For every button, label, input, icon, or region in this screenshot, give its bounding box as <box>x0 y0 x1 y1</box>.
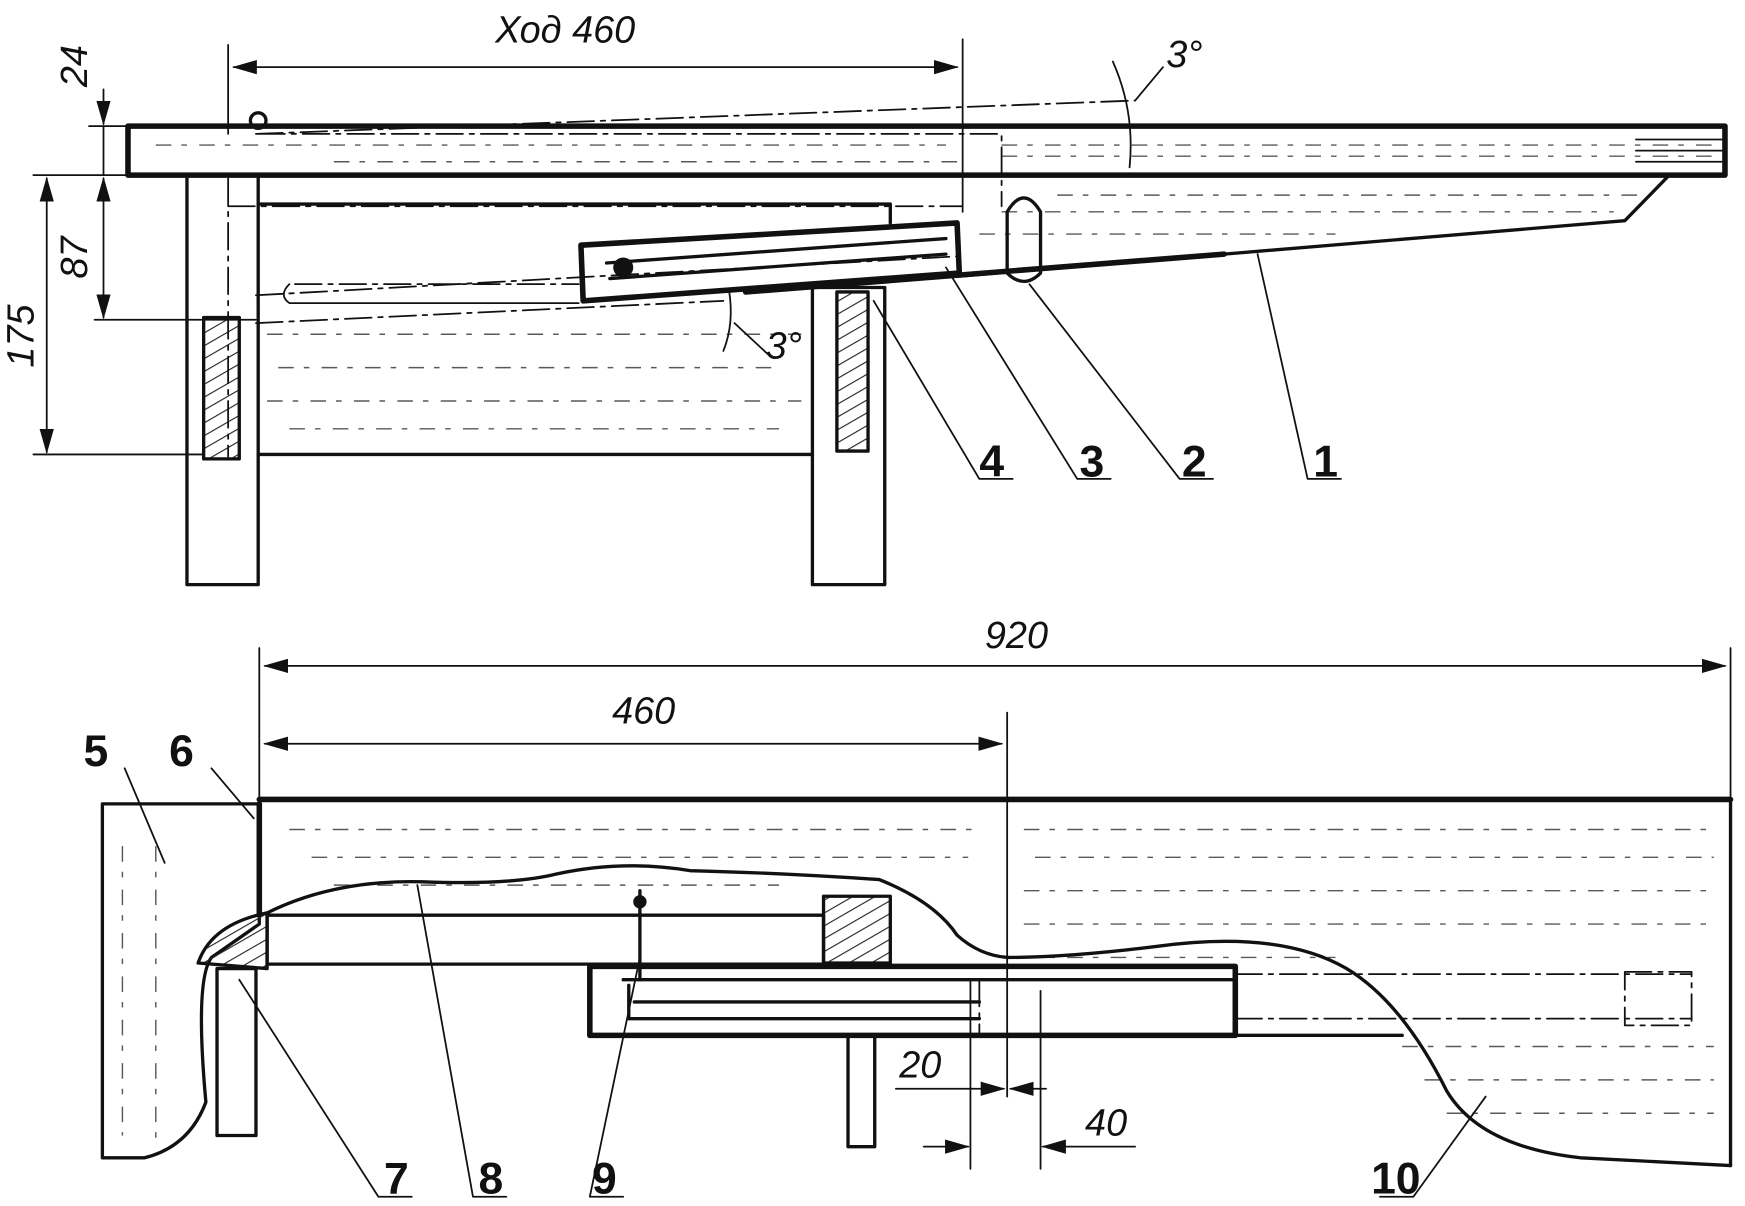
angle-top-label: 3° <box>1166 34 1202 76</box>
pivot-pin <box>613 257 634 278</box>
callouts-bottom: 5 6 7 8 9 10 <box>83 727 1487 1203</box>
angle-mid-label: 3° <box>766 326 802 368</box>
hinge-pin <box>248 111 268 131</box>
callout-10: 10 <box>1371 1154 1421 1203</box>
dimension-stroke: Ход 460 <box>227 10 964 213</box>
dimension-40-label: 40 <box>1085 1103 1127 1145</box>
right-rail-section <box>835 290 870 453</box>
callout-4: 4 <box>979 438 1004 487</box>
callouts-top: 4 3 2 1 <box>872 253 1342 487</box>
dimension-460: 460 <box>263 691 1009 1098</box>
left-leg <box>185 173 260 587</box>
callout-3: 3 <box>1079 438 1104 487</box>
dimension-24: 24 <box>32 45 188 176</box>
dimension-460-label: 460 <box>612 691 675 733</box>
dimension-40: 40 <box>922 1103 1137 1154</box>
angle-top: 3° <box>1111 34 1202 169</box>
left-rail-section <box>201 315 241 461</box>
callout-5: 5 <box>83 727 108 776</box>
stop-block <box>1623 971 1693 1027</box>
part-1-sliding-support <box>955 173 1671 279</box>
rail-section <box>196 911 269 971</box>
dimension-920-label: 920 <box>985 615 1048 657</box>
callout-1: 1 <box>1313 438 1338 487</box>
rail-block-section <box>821 894 892 965</box>
part-5-block <box>100 802 261 1160</box>
right-leg <box>810 285 887 587</box>
wood-grain-bottom <box>121 828 1714 1147</box>
dimension-175-label: 175 <box>0 304 42 368</box>
top-view: Ход 460 24 87 175 3° 3° 4 3 2 1 <box>0 10 1728 587</box>
dimension-920: 920 <box>258 615 1732 803</box>
callout-8: 8 <box>479 1154 504 1203</box>
callout-6: 6 <box>169 727 194 776</box>
break-line <box>1005 939 1733 1168</box>
dimension-20-label: 20 <box>898 1045 941 1087</box>
dimension-87-label: 87 <box>54 235 96 279</box>
part-8-rail <box>265 913 826 966</box>
part-7-leg <box>215 966 258 1138</box>
bottom-view: 920 460 20 40 5 6 7 8 9 10 <box>83 615 1734 1203</box>
tabletop-board <box>125 123 1728 178</box>
callout-9: 9 <box>592 1154 617 1203</box>
dimension-24-label: 24 <box>54 45 96 88</box>
dimension-20: 20 <box>894 978 1047 1170</box>
callout-2: 2 <box>1182 438 1207 487</box>
support-post <box>846 1033 877 1149</box>
dimension-175: 175 <box>0 176 205 456</box>
wood-grain-top <box>155 144 1714 430</box>
dimension-stroke-label: Ход 460 <box>494 10 635 52</box>
callout-7: 7 <box>384 1154 409 1203</box>
part-2-screw <box>1005 196 1043 284</box>
angle-mid: 3° <box>722 288 802 368</box>
dimension-87: 87 <box>54 176 257 321</box>
